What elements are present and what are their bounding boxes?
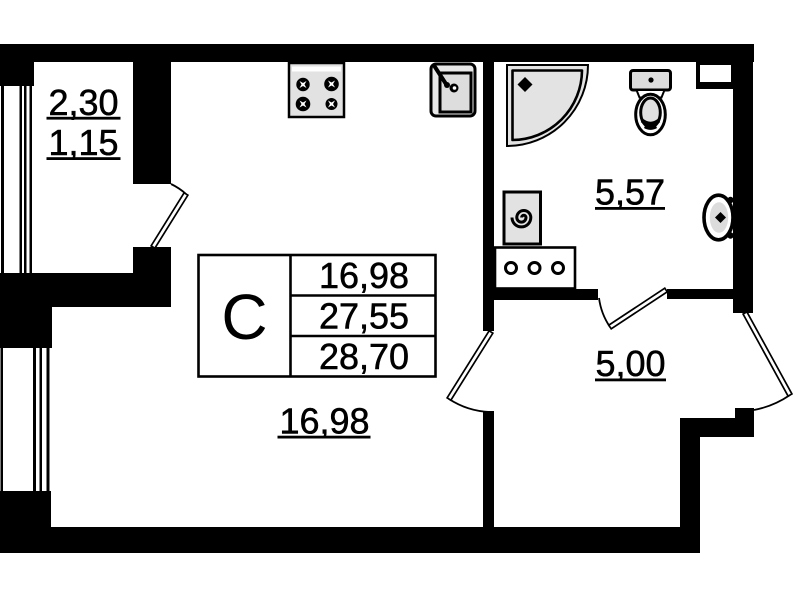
svg-text:5,00: 5,00 (595, 343, 665, 384)
svg-text:5,57: 5,57 (595, 172, 665, 213)
svg-text:16,98: 16,98 (279, 401, 369, 442)
svg-text:2,30: 2,30 (48, 82, 118, 123)
svg-text:1,15: 1,15 (48, 122, 118, 163)
svg-text:С: С (221, 281, 267, 353)
svg-text:28,70: 28,70 (319, 336, 409, 377)
svg-text:16,98: 16,98 (319, 255, 409, 296)
svg-text:27,55: 27,55 (319, 296, 409, 337)
